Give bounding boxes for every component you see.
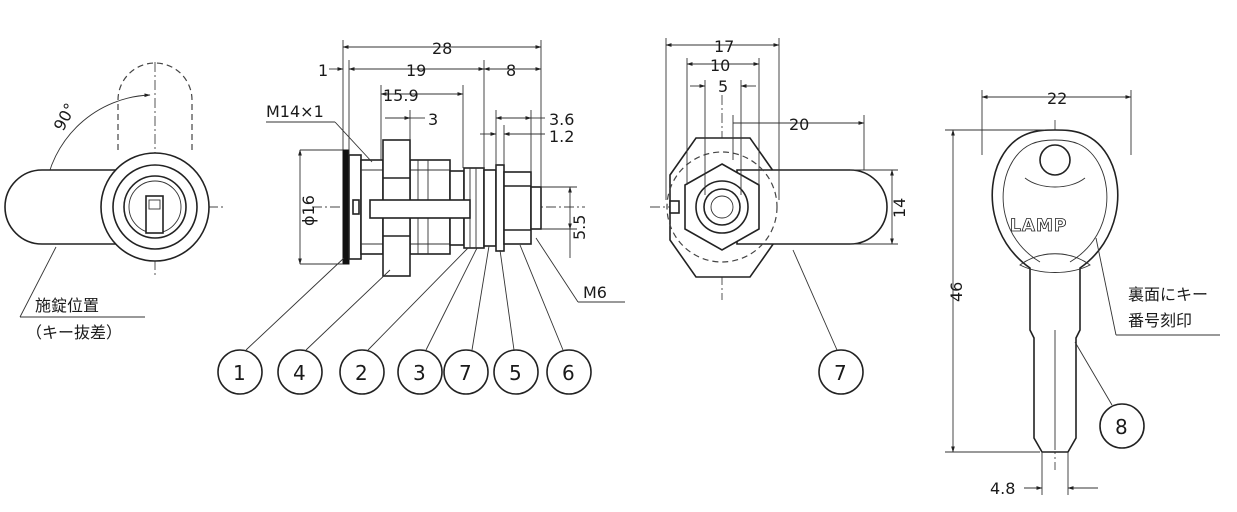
key-brand: LAMP [1010,216,1067,236]
dim-15-9: 15.9 [383,86,419,105]
dim-4-8: 4.8 [990,479,1015,498]
balloon-7-rear: 7 [834,361,847,385]
balloons-side [217,349,592,395]
dim-1: 1 [318,61,328,80]
key-engraving-line1: 裏面にキー [1128,285,1208,304]
side-view-dimensions [298,40,577,265]
dim-5: 5 [718,77,728,96]
dim-46: 46 [947,282,966,302]
balloon-5: 5 [509,361,522,385]
dim-1-2: 1.2 [549,127,574,146]
balloon-6: 6 [562,361,575,385]
dim-5-5: 5.5 [570,215,589,240]
thread-main-label: M14×1 [266,102,324,121]
dim-10: 10 [710,56,730,75]
locking-position-label-line2: （キー抜差） [26,323,122,342]
key-view [991,120,1119,470]
front-view [4,62,225,275]
locking-position-label-line1: 施錠位置 [35,296,99,315]
balloon-1: 1 [233,361,246,385]
side-view [312,139,585,277]
dim-22: 22 [1047,89,1067,108]
dim-20: 20 [789,115,809,134]
thread-small-label: M6 [583,283,607,302]
key-dimensions [945,90,1132,495]
dim-3: 3 [428,110,438,129]
balloon-7-rear-circle [818,349,864,395]
dim-19: 19 [406,61,426,80]
balloon-7: 7 [459,361,472,385]
balloon-3: 3 [413,361,426,385]
dim-phi16: ϕ16 [299,195,318,226]
balloon-8-circle [1099,403,1145,449]
balloon-4: 4 [293,361,306,385]
key-engraving-line2: 番号刻印 [1128,311,1192,330]
balloon-8: 8 [1115,415,1128,439]
balloon-2: 2 [355,361,368,385]
dim-17: 17 [714,37,734,56]
dim-14: 14 [890,198,909,218]
dim-8: 8 [506,61,516,80]
rear-view [650,95,888,300]
rear-view-dimensions [665,38,898,245]
balloon-leaders-side [245,244,564,351]
dim-28: 28 [432,39,452,58]
dim-3-6: 3.6 [549,110,574,129]
